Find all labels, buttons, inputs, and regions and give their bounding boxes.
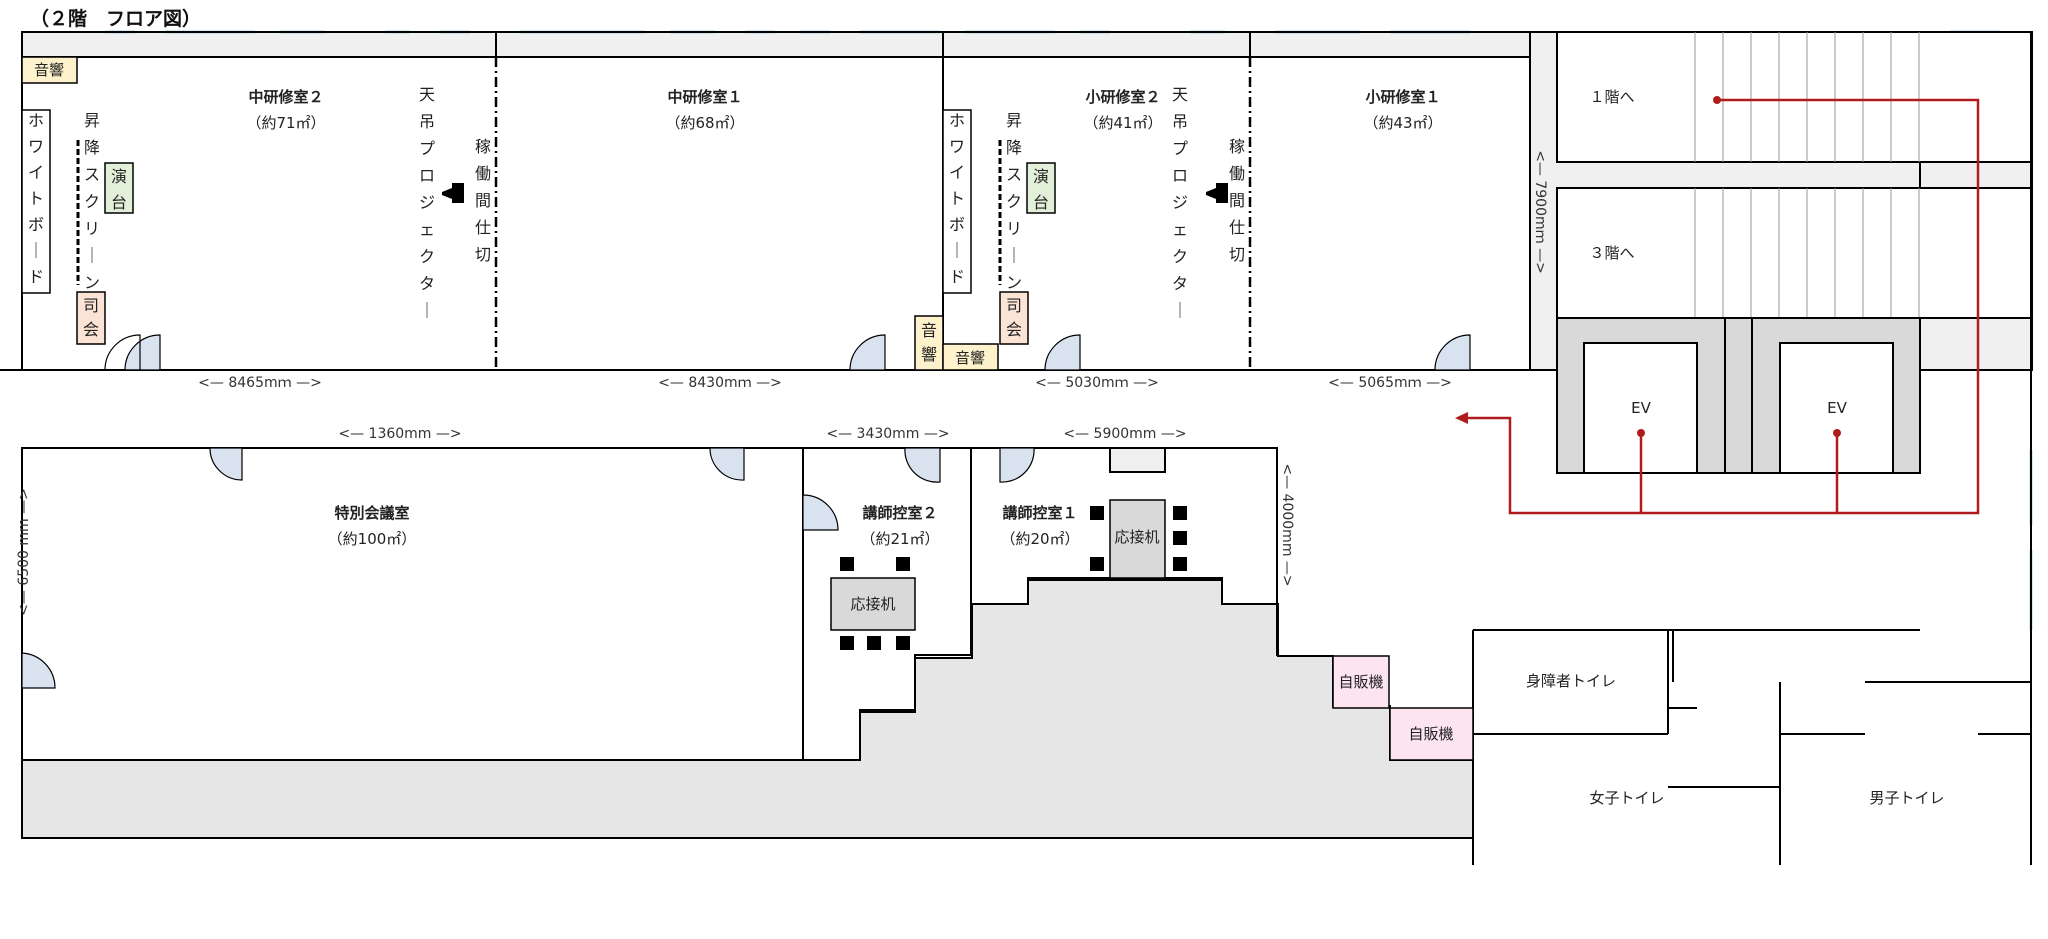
projector-label-medium2: 天吊プロジェクタ｜ [419, 85, 435, 320]
women-toilet-label: 女子トイレ [1589, 789, 1664, 807]
whiteboard-label-small2: ホワイトボ｜ド [949, 111, 965, 286]
north-window-band [21, 31, 1531, 58]
route-dot-ev-right [1833, 429, 1841, 437]
podium-label-small2: 演台 [1033, 167, 1049, 212]
dim-lecturer2-width: <— 3430mm —> [826, 426, 949, 442]
whiteboard-box-medium2 [21, 109, 51, 294]
stairs-to-third-label: ３階へ [1589, 244, 1634, 262]
sound-label-small2: 音響 [955, 349, 985, 367]
room-area-medium1: （約68㎡） [665, 114, 744, 132]
sound-label-medium2: 音響 [34, 61, 64, 79]
vending-label-1: 自販機 [1338, 673, 1383, 691]
vending-label-2: 自販機 [1408, 725, 1453, 743]
evacuation-route [1462, 98, 1980, 515]
chairs [840, 506, 1187, 650]
podium-box-medium2 [104, 162, 134, 214]
ev-right-label: EV [1827, 399, 1847, 417]
dim-room-depth: <— 7900mｍ —> [1532, 150, 1548, 274]
projector-icon [1206, 183, 1228, 203]
projector-icon [442, 183, 464, 203]
vending-area [1332, 655, 1474, 761]
vending-machine-1 [1332, 655, 1390, 709]
room-name-lecturer2: 講師控室２ [862, 504, 937, 522]
stair-treads [1694, 32, 1920, 318]
mc-box-medium2 [76, 291, 106, 345]
projector-label-small2: 天吊プロジェクタ｜ [1172, 85, 1188, 320]
room-name-lecturer1: 講師控室１ [1002, 504, 1077, 522]
room-name-medium2: 中研修室２ [248, 88, 323, 106]
screen-label-medium2: 昇降スクリ｜ン [84, 111, 100, 292]
whiteboard-box-small2 [942, 109, 972, 294]
room-area-small2: （約41㎡） [1083, 114, 1162, 132]
dim-special-width: <— 1360mm —> [338, 426, 461, 442]
mc-label-small2: 司会 [1006, 296, 1022, 339]
screens [76, 140, 1002, 285]
dim-small2-width: <— 5030mｍ —> [1035, 375, 1159, 391]
room-area-small1: （約43㎡） [1363, 114, 1442, 132]
vending-machine-2 [1389, 707, 1474, 761]
room-name-special: 特別会議室 [334, 504, 409, 522]
mc-box-small2 [999, 291, 1029, 345]
room-name-small2: 小研修室２ [1085, 88, 1160, 106]
floor-title: （２階 フロア図） [30, 7, 201, 30]
fixture-boxes [21, 56, 1056, 371]
route-dot-ev-left [1637, 429, 1645, 437]
doors [21, 334, 1471, 689]
reception-table-label-lecturer1: 応接机 [1114, 528, 1159, 546]
dim-lecturer1-width: <— 5900mm —> [1063, 426, 1186, 442]
dim-medium2-width: <— 8465mｍ —> [198, 375, 322, 391]
men-toilet-label: 男子トイレ [1869, 789, 1944, 807]
mc-label-medium2: 司会 [83, 296, 99, 339]
partition-label-1: 稼働間仕切 [475, 137, 491, 264]
stairs-to-first-label: １階へ [1589, 88, 1634, 106]
elevator-core [1556, 317, 1921, 474]
room-name-medium1: 中研修室１ [667, 88, 742, 106]
room-area-special: （約100㎡） [328, 530, 417, 548]
dim-special-depth: <— 6500 mm —> [16, 488, 32, 616]
reception-table-lecturer1 [1109, 499, 1166, 579]
room-area-lecturer2: （約21㎡） [860, 530, 939, 548]
room-area-medium2: （約71㎡） [246, 114, 325, 132]
dim-small1-width: <— 5065mｍ —> [1328, 375, 1452, 391]
ev-left-label: EV [1631, 399, 1651, 417]
whiteboard-label-medium2: ホワイトボ｜ド [28, 111, 44, 286]
room-area-lecturer1: （約20㎡） [1000, 530, 1079, 548]
stair-block [1529, 31, 2033, 371]
room-name-small1: 小研修室１ [1365, 88, 1440, 106]
podium-box-small2 [1026, 162, 1056, 214]
partition-label-2: 稼働間仕切 [1229, 137, 1245, 264]
movable-partitions [494, 57, 1252, 370]
reception-table-label-lecturer2: 応接机 [850, 595, 895, 613]
route-dot-stairs [1713, 96, 1721, 104]
sound-box-small2-h [942, 343, 999, 371]
sound-box-medium2 [21, 56, 78, 84]
route-arrow-icon [1455, 412, 1468, 424]
podium-label-medium2: 演台 [111, 167, 127, 212]
reception-table-lecturer2 [830, 577, 916, 631]
screen-label-small2: 昇降スクリ｜ン [1006, 111, 1022, 292]
dim-medium1-width: <— 8430mｍ —> [658, 375, 782, 391]
accessible-toilet-label: 身障者トイレ [1526, 672, 1616, 690]
sound-label-small2-vertical: 音響 [921, 321, 937, 364]
dim-lecturer-depth: <— 4000mm —> [1279, 463, 1295, 586]
upper-rooms [21, 31, 1531, 371]
sound-box-small2-v [914, 315, 944, 371]
